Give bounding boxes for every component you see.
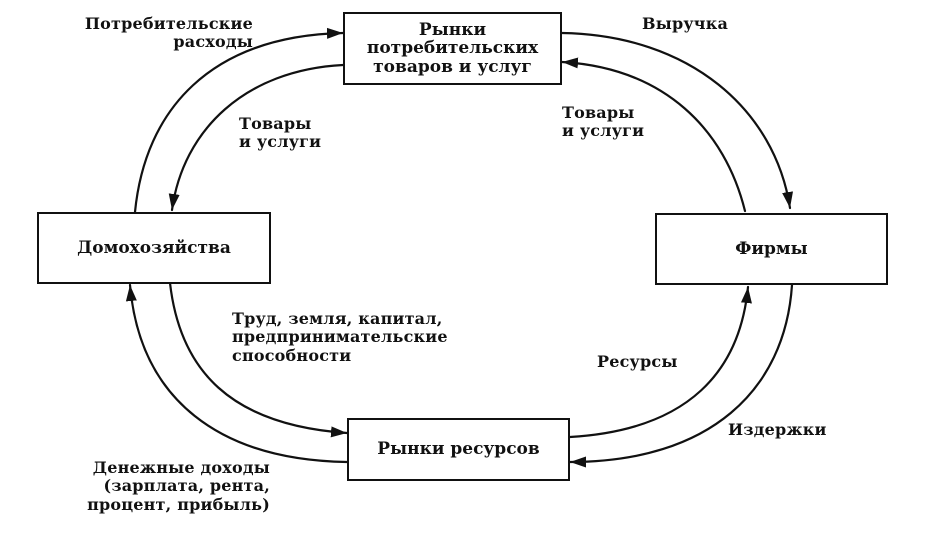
money-income-label: Денежные доходы (зарплата, рента, процен… bbox=[87, 458, 270, 514]
consumer-spending-label: Потребительские расходы bbox=[84, 14, 253, 52]
factors-arrow bbox=[168, 281, 349, 438]
goods-services-left-label: Товары и услуги bbox=[239, 114, 322, 152]
goods-from-firms-arrow bbox=[560, 57, 747, 213]
goods-to-households-arrow bbox=[168, 63, 345, 212]
resource-markets-box: Рынки ресурсов bbox=[347, 418, 570, 481]
factors-label: Труд, земля, капитал, предпринимательски… bbox=[232, 309, 448, 365]
consumer-markets-box: Рынки потребительских товаров и услуг bbox=[343, 12, 562, 85]
households-box: Домохозяйства bbox=[37, 212, 271, 284]
revenue-arrow bbox=[560, 31, 794, 210]
spending-arrow bbox=[133, 27, 345, 214]
income-arrow bbox=[125, 283, 349, 464]
resources-label: Ресурсы bbox=[597, 352, 678, 371]
firms-box: Фирмы bbox=[655, 213, 888, 285]
resources-arrow bbox=[568, 285, 752, 439]
costs-label: Издержки bbox=[728, 420, 827, 439]
costs-arrow bbox=[568, 283, 794, 468]
revenue-label: Выручка bbox=[642, 14, 729, 33]
goods-services-right-label: Товары и услуги bbox=[562, 103, 645, 141]
